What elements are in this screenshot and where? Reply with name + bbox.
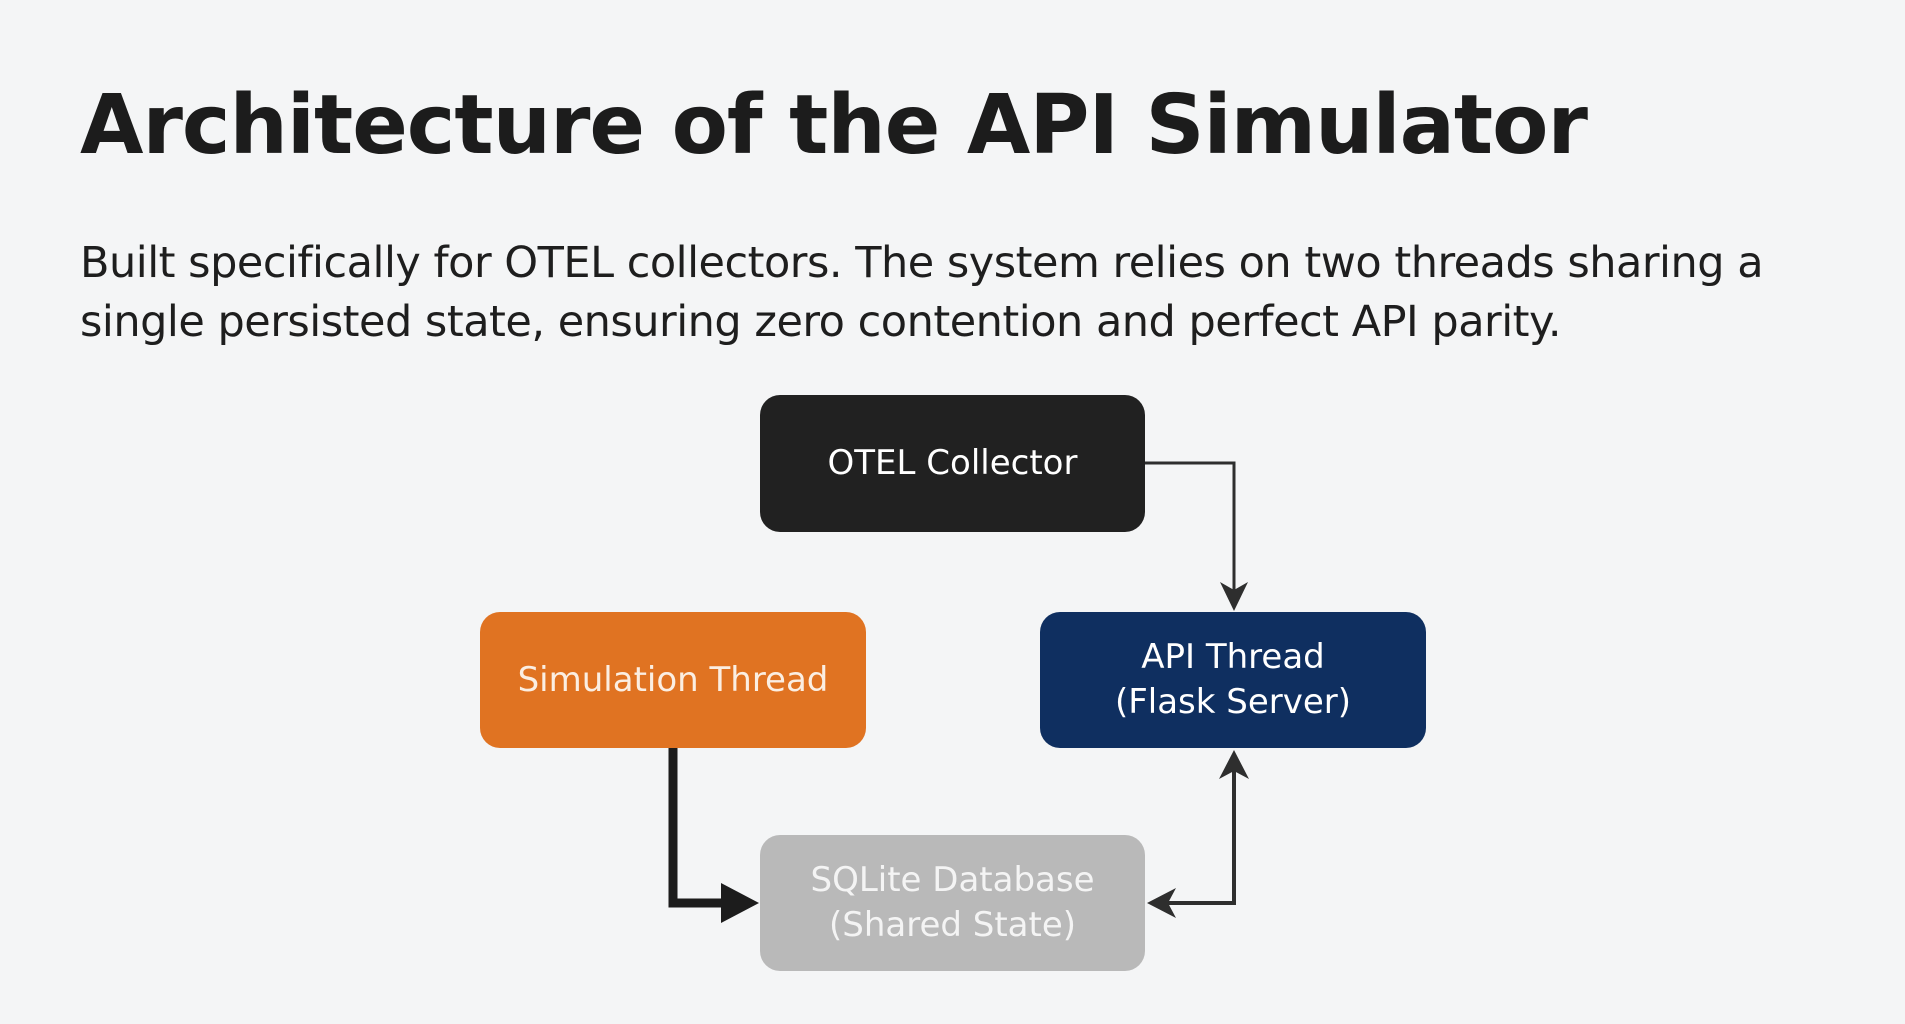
node-sqlite-database: SQLite Database (Shared State) xyxy=(760,835,1145,971)
node-api-sublabel: (Flask Server) xyxy=(1114,682,1352,722)
node-simulation-thread: Simulation Thread xyxy=(480,612,866,748)
arrowhead-db-right xyxy=(1147,888,1176,918)
node-db-sublabel: (Shared State) xyxy=(828,905,1077,945)
arrowhead-api-top xyxy=(1220,582,1248,611)
node-api-label: API Thread xyxy=(1141,637,1325,677)
node-otel-label: OTEL Collector xyxy=(827,443,1078,483)
edge-db-api xyxy=(1160,765,1236,905)
arrowhead-api-bottom xyxy=(1219,750,1249,779)
edge-sim-to-db xyxy=(668,748,730,908)
edge-otel-to-api xyxy=(1145,461,1236,598)
node-api-thread: API Thread (Flask Server) xyxy=(1040,612,1426,748)
node-sim-label: Simulation Thread xyxy=(517,659,829,700)
node-db-label: SQLite Database xyxy=(810,860,1095,900)
slide-subtitle: Built specifically for OTEL collectors. … xyxy=(80,238,1764,347)
slide-title: Architecture of the API Simulator xyxy=(80,78,1588,173)
node-otel-collector: OTEL Collector xyxy=(760,395,1145,532)
arrowhead-db-left xyxy=(721,883,759,923)
